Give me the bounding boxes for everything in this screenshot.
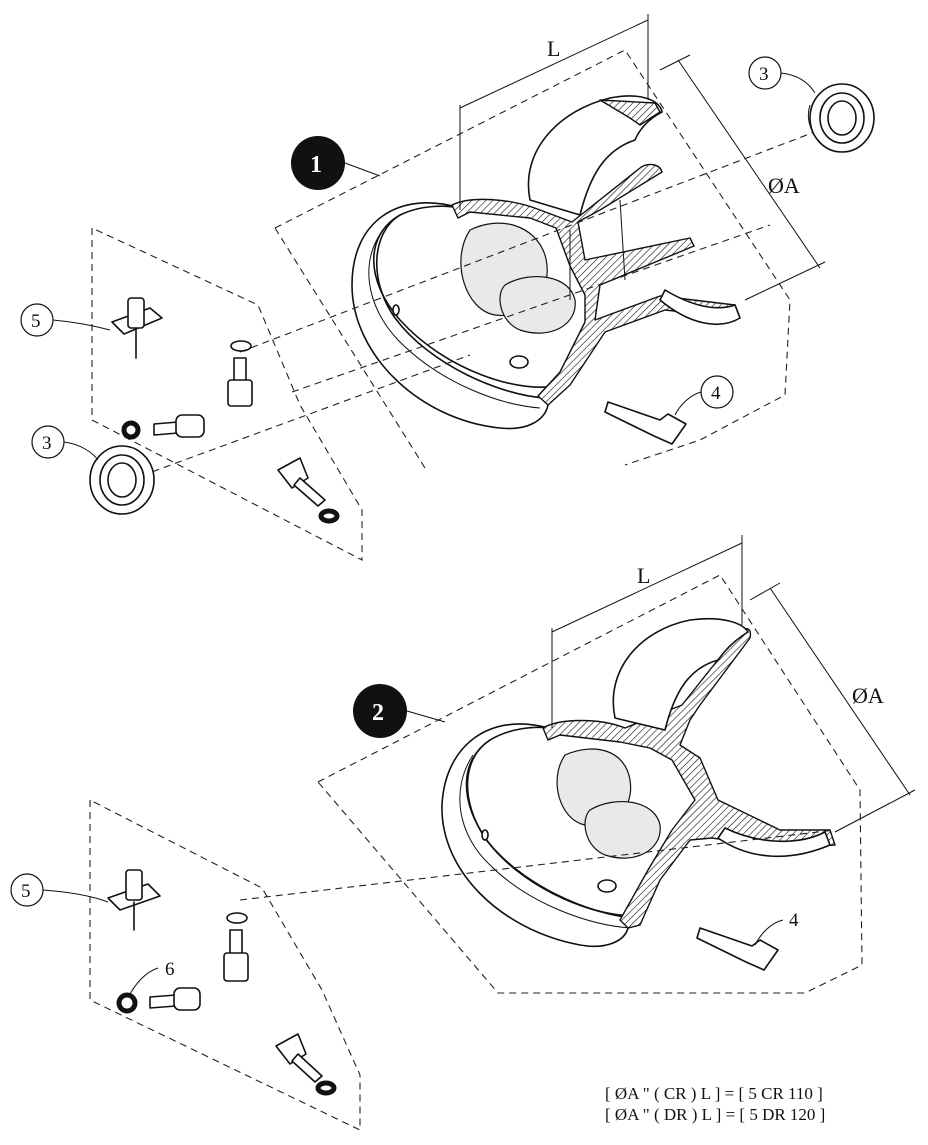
- hub-2-assembly: L ØA: [10, 535, 916, 1131]
- hub-1-body: [351, 95, 741, 430]
- hub-1-badge: [291, 136, 345, 190]
- nut-bottom: [223, 929, 249, 982]
- dimension-diameter-top-label: ØA: [768, 173, 800, 198]
- dimension-diameter-bottom: ØA: [749, 582, 916, 833]
- size-note-dr: [ ØA " ( DR ) L ] = [ 5 DR 120 ]: [605, 1105, 825, 1124]
- axis-line-top-3: [291, 224, 771, 393]
- dimension-length-top-label: L: [547, 36, 560, 61]
- bearing-left: [89, 445, 155, 515]
- hub-1-assembly: L ØA: [20, 14, 875, 561]
- thumb-screw-bottom: [275, 1033, 337, 1096]
- hub-1-dashed-boundary: [274, 49, 791, 469]
- axis-line-top-1: [239, 127, 826, 353]
- wheel-stud-top: [604, 401, 687, 445]
- nut-top: [227, 357, 253, 407]
- dimension-length-top: L: [459, 14, 649, 210]
- hub-2-dashed-boundary: [317, 574, 863, 994]
- dimension-diameter-bottom-label: ØA: [852, 683, 884, 708]
- socket-screw-top: [153, 414, 205, 438]
- size-note-cr: [ ØA " ( CR ) L ] = [ 5 CR 110 ]: [605, 1084, 823, 1103]
- bearing-top-right: [807, 83, 875, 153]
- axis-line-bottom: [239, 829, 836, 901]
- socket-screw-bottom: [149, 987, 201, 1011]
- callout-stud-bottom-label: 4: [789, 910, 799, 931]
- callout-valve-top-label: 5: [31, 311, 41, 332]
- hub-1-badge-label: 1: [310, 152, 322, 178]
- hub-2-badge-label: 2: [372, 700, 384, 726]
- callout-bearing-top-right-label: 3: [759, 64, 769, 85]
- washer-top: [230, 340, 252, 352]
- dimension-length-bottom: L: [551, 535, 743, 728]
- hub-2-badge: [353, 684, 407, 738]
- dimension-diameter-top: ØA: [659, 54, 826, 301]
- thumb-screw-top: [277, 457, 340, 524]
- callout-bearing-left-label: 3: [42, 433, 52, 454]
- callout-stud-top-label: 4: [711, 383, 721, 404]
- parts-1-dashed-boundary: [91, 227, 363, 561]
- valve-top: [111, 297, 163, 359]
- parts-2-dashed-boundary: [89, 799, 361, 1131]
- washer-bottom: [226, 912, 248, 924]
- callout-valve-bottom-label: 5: [21, 881, 31, 902]
- axis-line-top-2: [129, 354, 471, 481]
- o-ring-top: [121, 420, 141, 440]
- dimension-length-bottom-label: L: [637, 563, 650, 588]
- callout-bearing-left: [31, 425, 65, 459]
- hub-2-body: [441, 617, 836, 947]
- wheel-stud-bottom: [696, 927, 779, 971]
- callout-oring-bottom-label: 6: [165, 959, 175, 980]
- o-ring-bottom: [116, 992, 138, 1014]
- valve-bottom: [107, 869, 161, 931]
